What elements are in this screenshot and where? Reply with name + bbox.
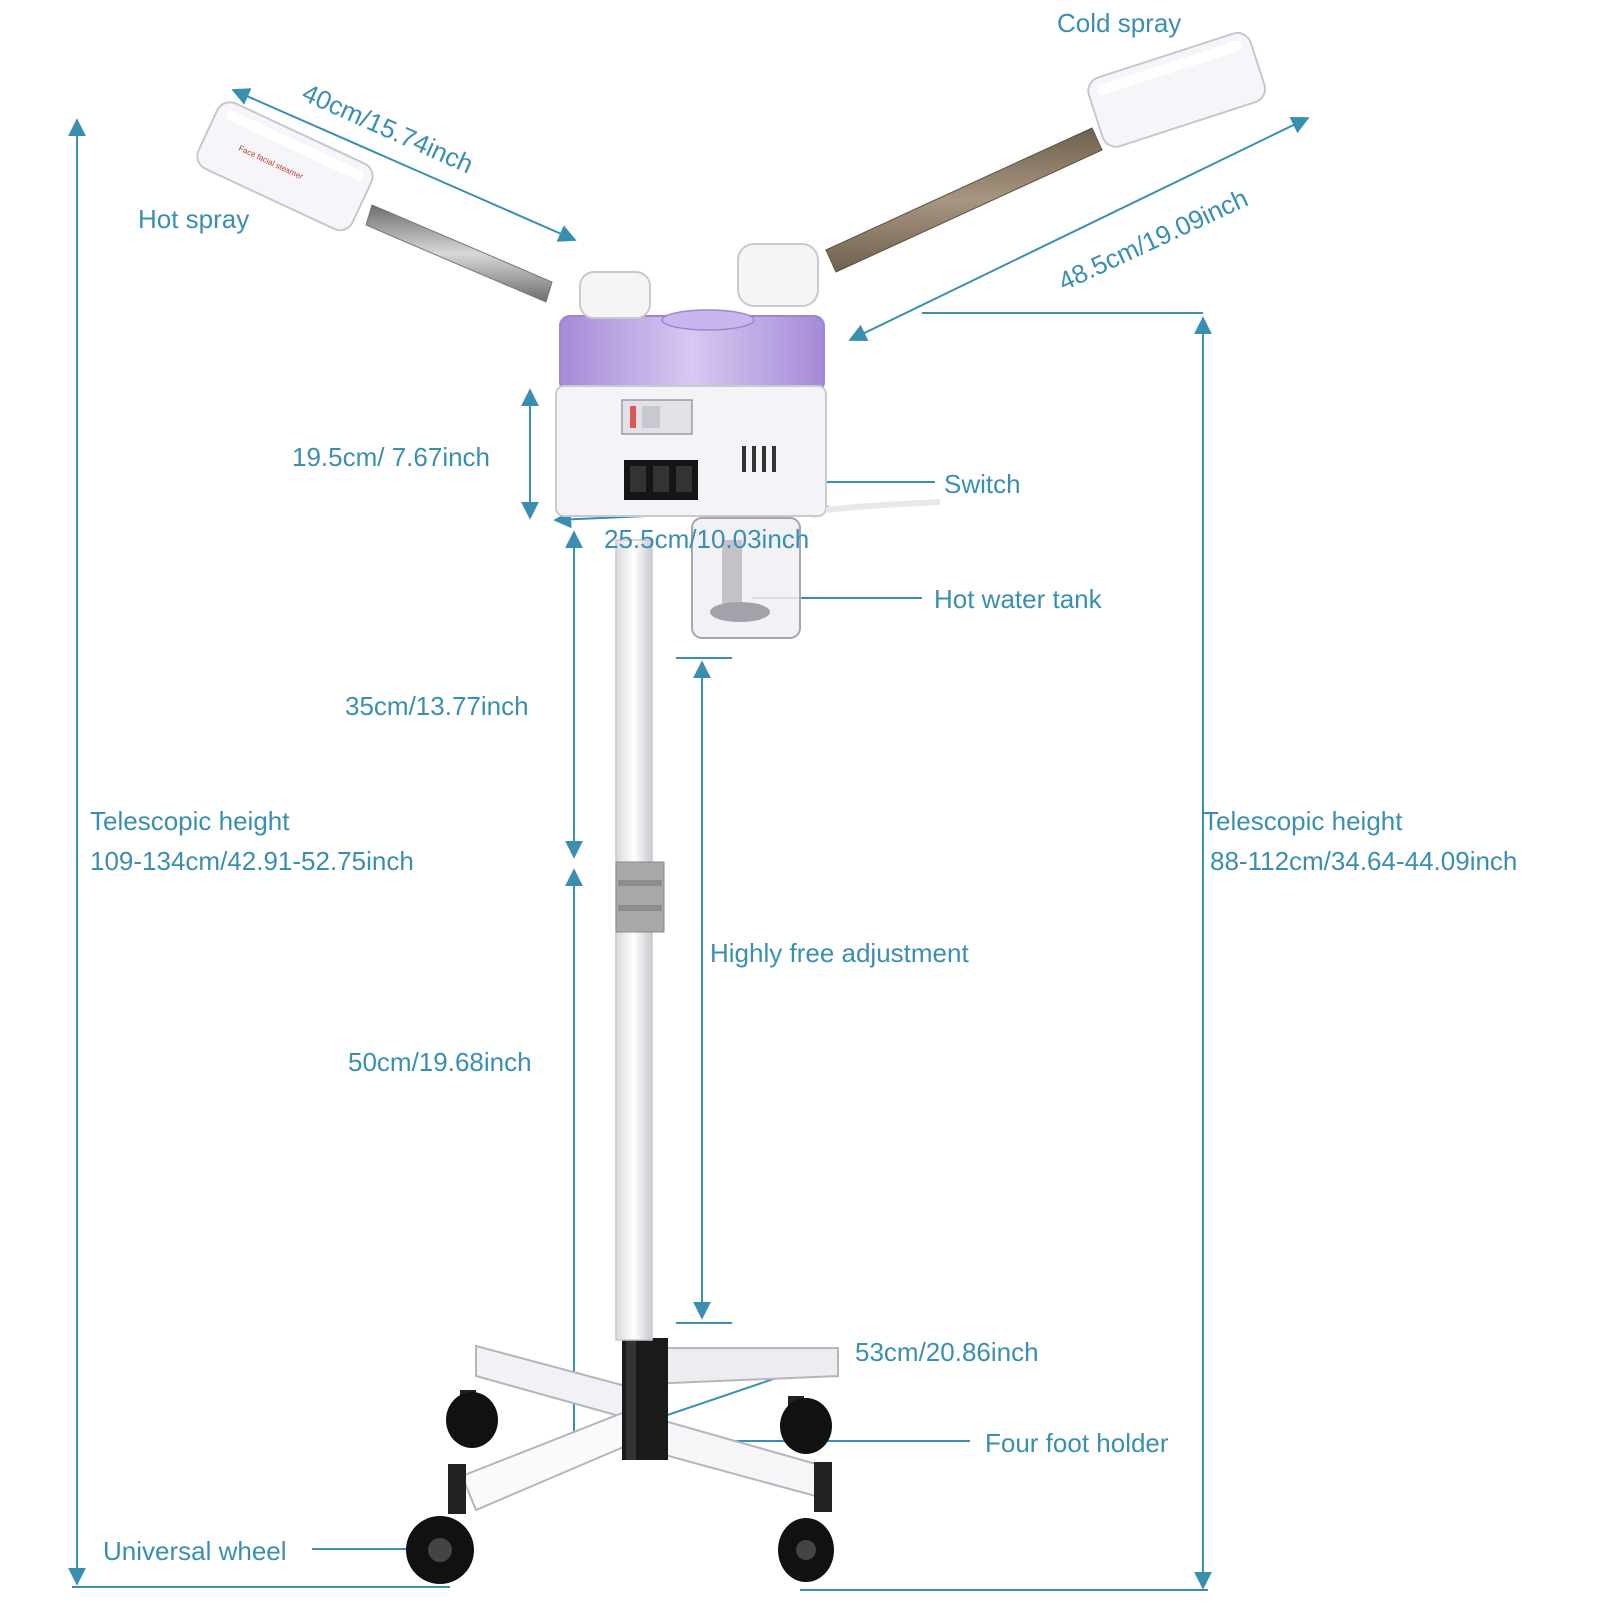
label-upper-pole: 35cm/13.77inch: [345, 691, 529, 721]
label-left-telescopic-title: Telescopic height: [90, 806, 290, 836]
label-right-telescopic-value: 88-112cm/34.64-44.09inch: [1210, 846, 1518, 876]
universal-wheels: [406, 1390, 834, 1584]
label-lower-pole: 50cm/19.68inch: [348, 1047, 532, 1077]
telescopic-pole: [615, 539, 665, 1341]
label-head-height: 19.5cm/ 7.67inch: [292, 442, 491, 472]
four-foot-base: [460, 1338, 839, 1512]
steamer-body: [555, 243, 941, 517]
hot-water-tank-shape: [691, 517, 801, 639]
cold-spray-head: [1087, 31, 1266, 148]
label-free-adjustment: Highly free adjustment: [710, 938, 969, 968]
label-four-foot-holder: Four foot holder: [985, 1428, 1169, 1458]
label-hot-spray: Hot spray: [138, 204, 250, 234]
label-switch: Switch: [944, 469, 1021, 499]
dim-left-arm: [231, 88, 577, 242]
dimension-lines: [68, 88, 1310, 1591]
label-left-telescopic-value: 109-134cm/42.91-52.75inch: [90, 846, 414, 876]
hot-spray-head: [196, 101, 374, 232]
label-cold-spray: Cold spray: [1057, 8, 1182, 38]
label-universal-wheel: Universal wheel: [103, 1536, 287, 1566]
label-head-width: 25.5cm/10.03inch: [604, 524, 810, 554]
label-right-telescopic-title: Telescopic height: [1203, 806, 1403, 836]
label-base-dimension: 53cm/20.86inch: [855, 1337, 1039, 1367]
spray-arms: [365, 127, 1103, 303]
label-hot-water-tank: Hot water tank: [934, 584, 1102, 614]
dim-right-arm: [848, 116, 1310, 342]
